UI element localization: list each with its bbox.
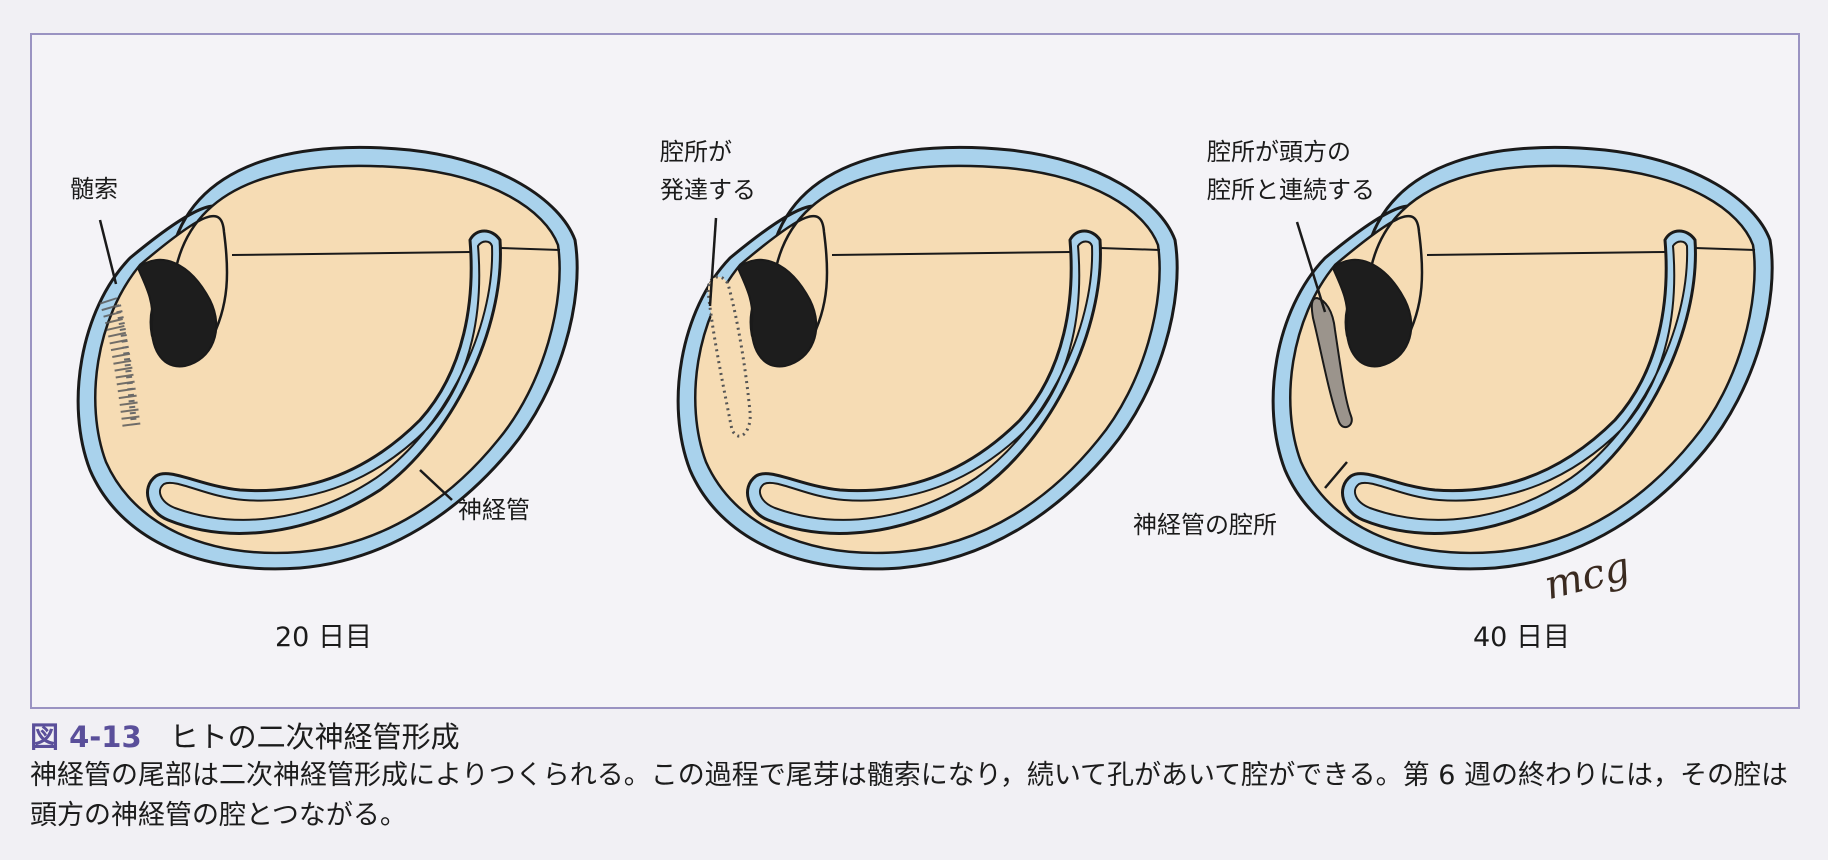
figure-caption: 図 4-13 ヒトの二次神経管形成 神経管の尾部は二次神経管形成によりつくられる。… (30, 718, 1810, 836)
label-medullary-cord: 髄索 (70, 175, 118, 203)
embryo-day-40: 腔所が頭方の 腔所と連続する 神経管の腔所 mcg 40 日目 (1133, 138, 1774, 653)
embryo-day-20: 髄索 神経管 20 日目 (70, 145, 579, 653)
label-lumen-continuous-line1: 腔所が頭方の (1207, 138, 1351, 166)
caption-title-line: 図 4-13 ヒトの二次神経管形成 (30, 718, 1810, 756)
label-lumen-continuous-line2: 腔所と連続する (1207, 176, 1375, 204)
caption-body: 神経管の尾部は二次神経管形成によりつくられる。この過程で尾芽は髄索になり，続いて… (30, 760, 1789, 831)
age-label-day-20: 20 日目 (275, 622, 372, 653)
label-cavity-develops-line1: 腔所が (660, 138, 732, 166)
label-neural-tube: 神経管 (458, 496, 530, 524)
age-label-day-40: 40 日目 (1473, 622, 1570, 653)
continuous-lumen (1310, 296, 1353, 429)
figure-title: ヒトの二次神経管形成 (169, 720, 460, 754)
embryo-intermediate: 腔所が 発達する (660, 138, 1179, 571)
medullary-cord (99, 297, 141, 432)
label-neural-tube-lumen: 神経管の腔所 (1133, 511, 1277, 539)
figure-number: 図 4-13 (30, 720, 142, 754)
developing-cavity (706, 275, 752, 438)
label-cavity-develops-line2: 発達する (660, 176, 756, 204)
